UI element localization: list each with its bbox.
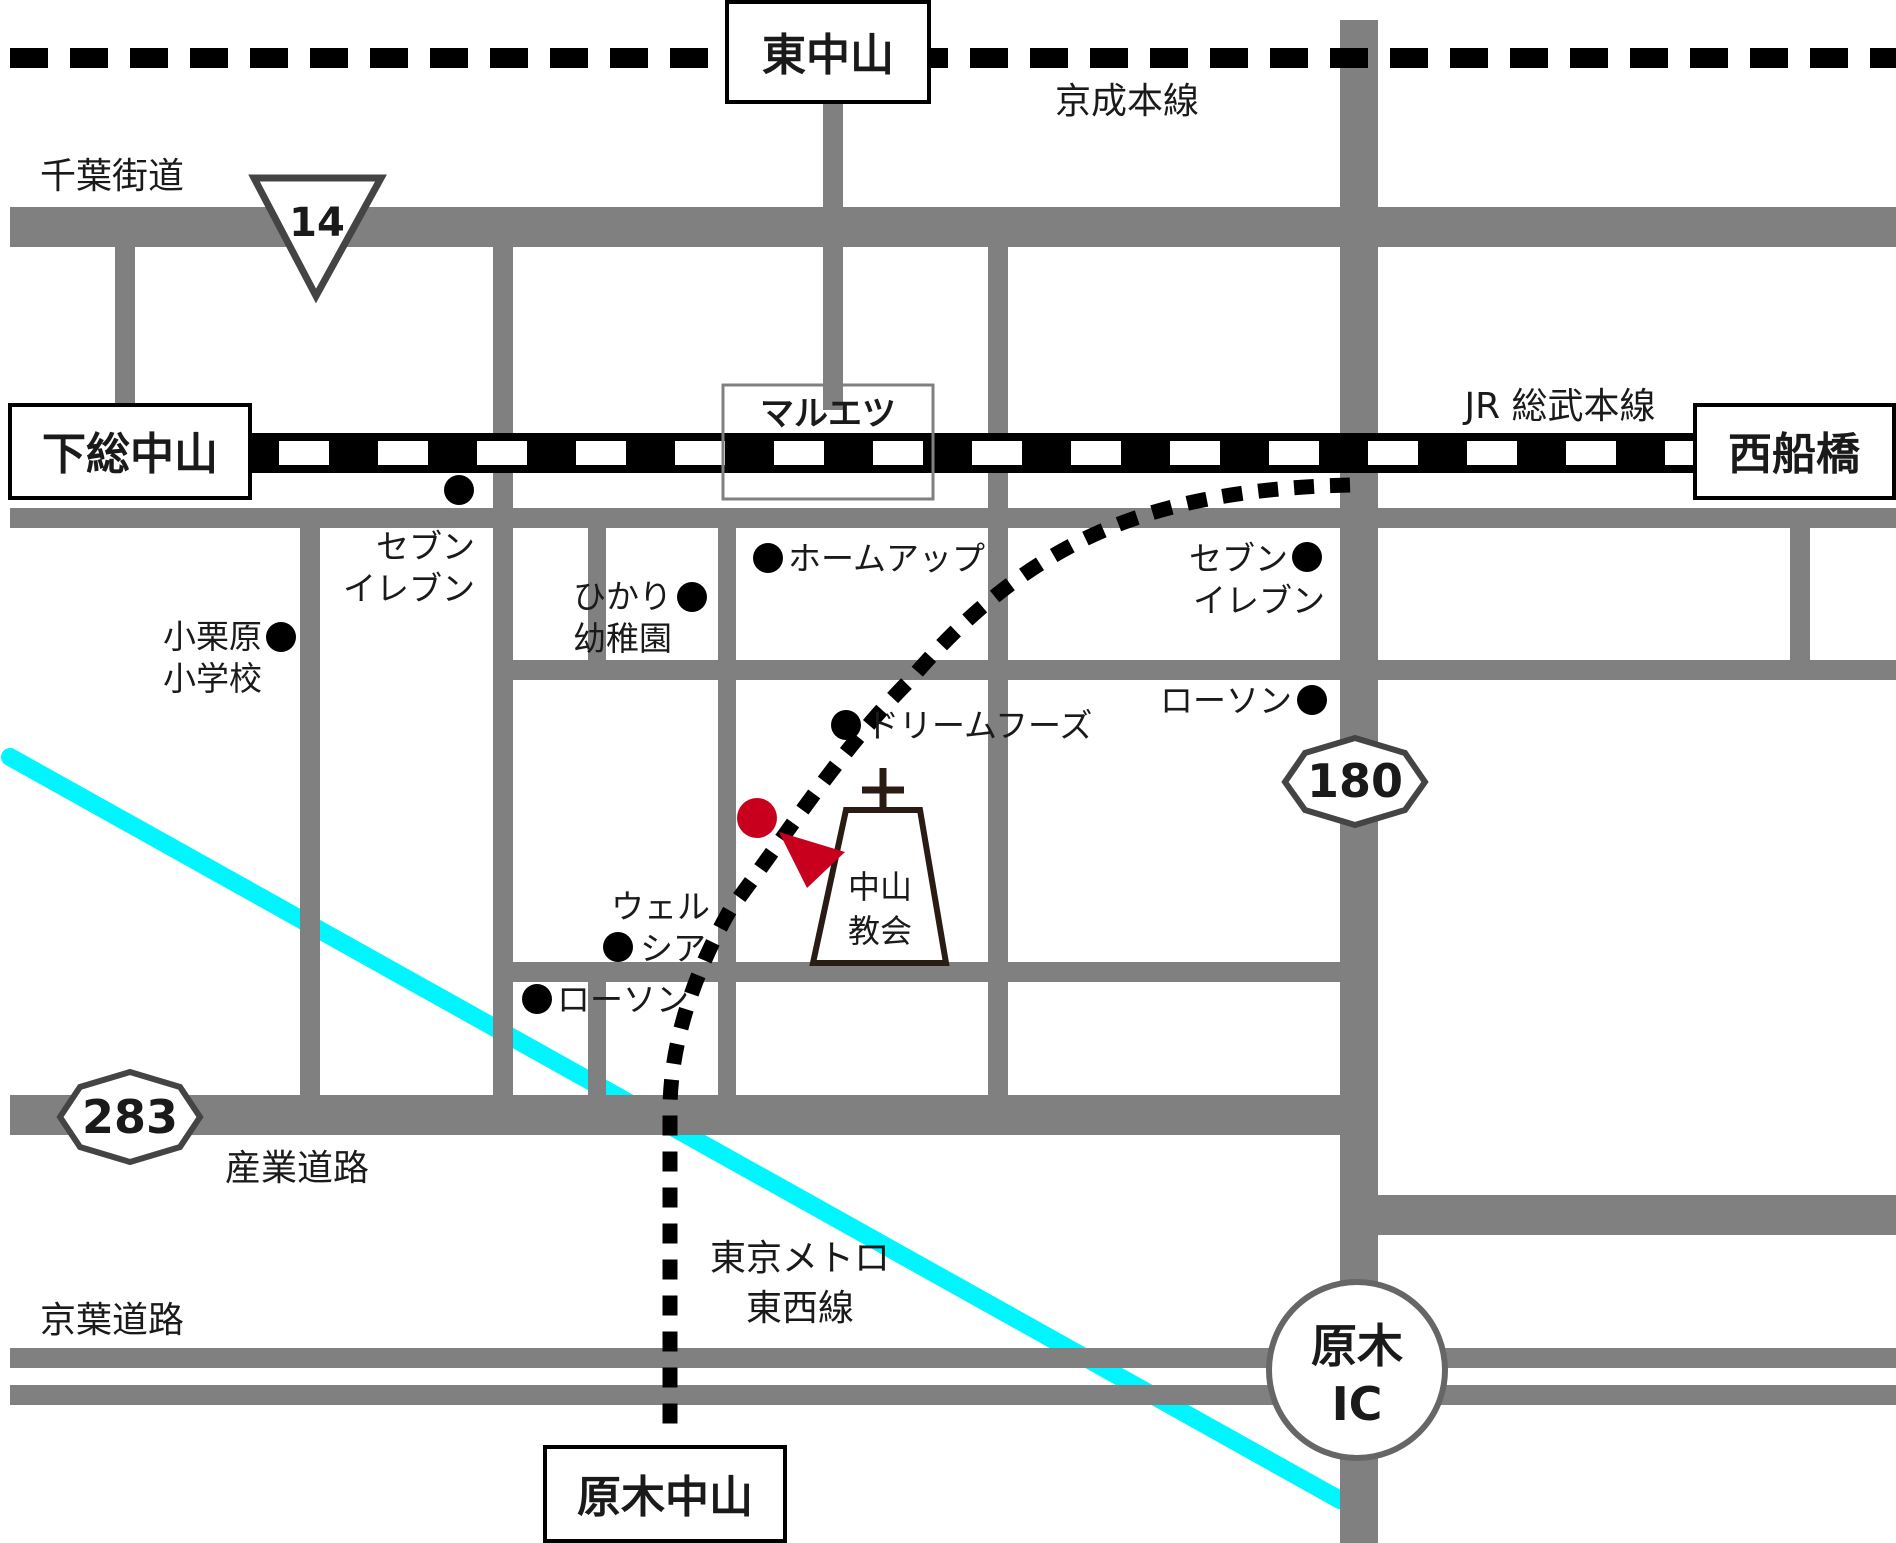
svg-text:14: 14 (289, 200, 345, 246)
black-dot-icons (266, 475, 1327, 1014)
route-283-sign: 283 (56, 1068, 204, 1166)
svg-text:IC: IC (1332, 1377, 1383, 1431)
road-along-jr (10, 508, 1896, 528)
route-14-sign: 14 (248, 174, 387, 304)
svg-text:原木: 原木 (1311, 1319, 1403, 1373)
jr-sobu-line (245, 433, 1695, 473)
seven-eleven-label: セブン (376, 527, 475, 566)
station-baraki-nakayama: 原木中山 (543, 1445, 787, 1543)
station-label: 原木中山 (577, 1472, 753, 1523)
lawson-label: ローソン (1160, 681, 1292, 720)
station-label: 東中山 (762, 30, 894, 81)
route-180-sign: 180 (1281, 734, 1429, 829)
svg-text:中山: 中山 (848, 868, 912, 906)
station-label: 西船橋 (1728, 429, 1860, 480)
school-label: 小栗原 (163, 617, 262, 656)
maruetsu-store: マルエツ (721, 383, 935, 501)
svg-text:180: 180 (1307, 754, 1403, 808)
jr-sobu-line-label: JR 総武本線 (1462, 386, 1655, 427)
lawson-label: ローソン (557, 980, 689, 1019)
road-keiyo-doro-bottom (10, 1385, 1896, 1405)
welcia-label: シア (640, 929, 706, 968)
kindergarten-label: ひかり (573, 577, 672, 616)
station-label: 下総中山 (42, 429, 218, 480)
station-shimousa-nakayama: 下総中山 (8, 403, 252, 500)
red-pin-icon (737, 798, 845, 888)
tozai-line-label: 東京メトロ (710, 1238, 890, 1279)
dreamfoods-label: ドリームフーズ (866, 706, 1092, 745)
kindergarten-label: 幼稚園 (573, 619, 672, 658)
seven-eleven-label: セブン (1189, 539, 1288, 578)
svg-text:教会: 教会 (848, 912, 912, 950)
walking-route (662, 477, 1351, 1430)
seven-eleven-label: イレブン (343, 569, 475, 608)
station-higashi-nakayama: 東中山 (725, 0, 931, 104)
keisei-line-label: 京成本線 (1055, 81, 1199, 122)
school-label: 小学校 (163, 659, 262, 698)
road-label: 産業道路 (225, 1148, 369, 1189)
road-label: 京葉道路 (40, 1300, 184, 1341)
homeup-label: ホームアップ (788, 539, 985, 578)
seven-eleven-label: イレブン (1193, 581, 1325, 620)
baraki-ic-marker: 原木 IC (1266, 1279, 1448, 1461)
road-keiyo-doro-top (10, 1348, 1896, 1368)
nakayama-church: 中山 教会 (809, 768, 950, 966)
road-label: 千葉街道 (40, 156, 184, 197)
svg-text:283: 283 (82, 1090, 178, 1144)
tozai-line-label: 東西線 (746, 1288, 854, 1329)
welcia-label: ウェル (611, 887, 710, 926)
station-nishi-funabashi: 西船橋 (1693, 403, 1896, 500)
svg-text:マルエツ: マルエツ (760, 394, 896, 434)
